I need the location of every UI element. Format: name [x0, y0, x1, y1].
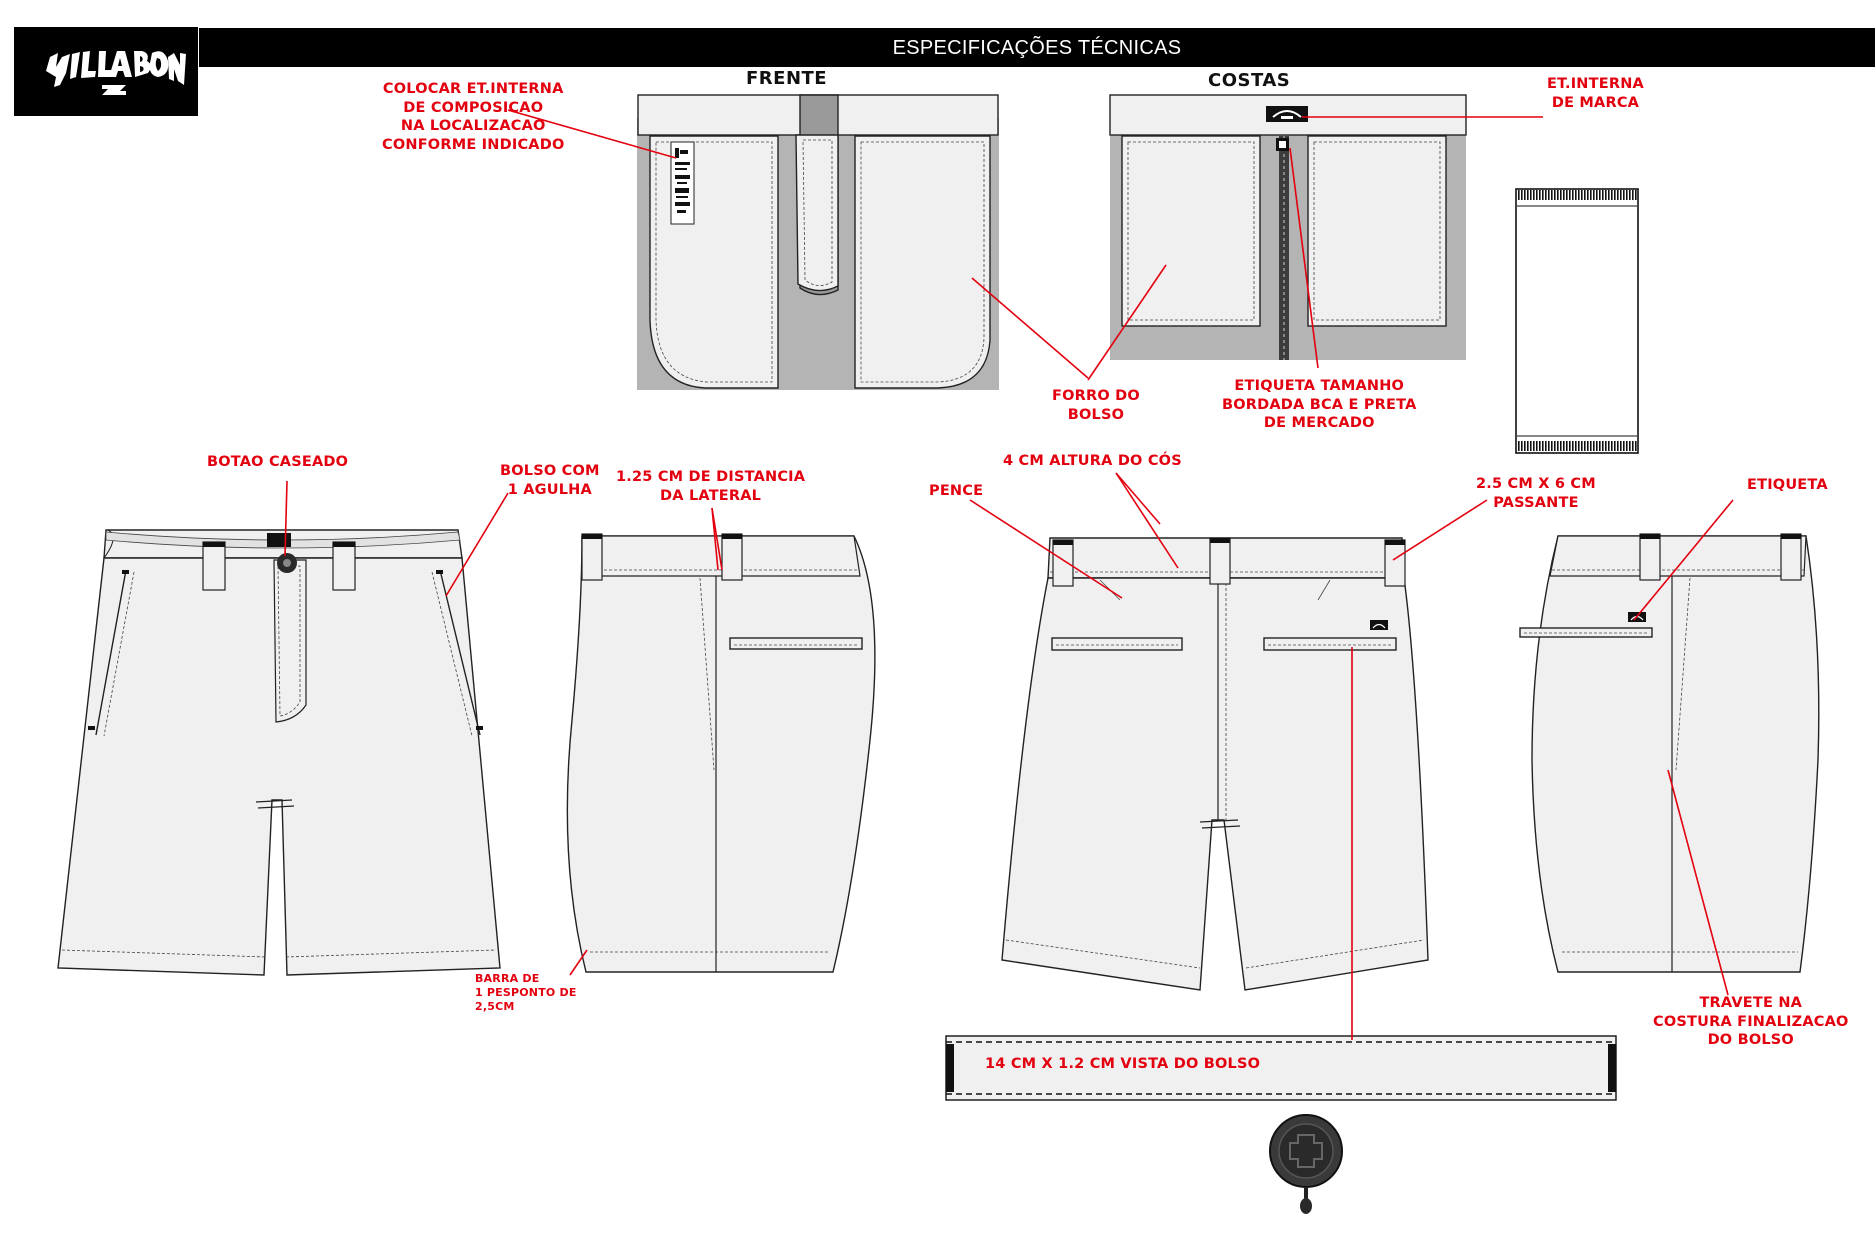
pocket-facing-strip: [945, 1035, 1617, 1101]
callout-bartack: TRAVETE NA COSTURA FINALIZACAO DO BOLSO: [1653, 995, 1849, 1048]
callout-side-distance: 1.25 CM DE DISTANCIA DA LATERAL: [616, 469, 806, 504]
callout-composition-label: COLOCAR ET.INTERNA DE COMPOSICAO NA LOCA…: [382, 81, 565, 153]
page-title: ESPECIFICAÇÕES TÉCNICAS: [892, 37, 1182, 59]
shorts-back-flat: [1001, 537, 1429, 991]
back-view-title: COSTAS: [1208, 70, 1291, 91]
shorts-side-flat-right: [1519, 533, 1820, 973]
billabong-logo-icon: [46, 51, 186, 95]
callout-dart: PENCE: [929, 483, 984, 499]
button-detail: [1269, 1114, 1343, 1214]
callout-pocket-lining: FORRO DO BOLSO: [1052, 388, 1140, 423]
callout-brand-label: ET.INTERNA DE MARCA: [1547, 76, 1644, 111]
callout-button: BOTAO CASEADO: [207, 454, 349, 470]
shorts-front-flat: [57, 529, 501, 976]
front-inner-view: [637, 94, 999, 390]
callout-waistband-height: 4 CM ALTURA DO CÓS: [1003, 453, 1182, 469]
callout-leaders: [284, 109, 1734, 1040]
callout-label: ETIQUETA: [1747, 477, 1828, 493]
back-inner-view: [1109, 94, 1467, 360]
front-view-title: FRENTE: [746, 68, 828, 89]
callout-belt-loop: 2.5 CM X 6 CM PASSANTE: [1476, 476, 1596, 511]
shorts-side-flat-left: [566, 533, 876, 973]
callout-hem: BARRA DE 1 PESPONTO DE 2,5CM: [475, 972, 577, 1013]
belt-loop-strip: [1515, 188, 1639, 454]
callout-size-label: ETIQUETA TAMANHO BORDADA BCA E PRETA DE …: [1222, 378, 1417, 431]
brand-logo: [14, 27, 198, 116]
title-bar: ESPECIFICAÇÕES TÉCNICAS: [199, 28, 1875, 67]
callout-pocket-facing: 14 CM X 1.2 CM VISTA DO BOLSO: [985, 1056, 1261, 1072]
callout-pocket-needle: BOLSO COM 1 AGULHA: [500, 463, 600, 498]
